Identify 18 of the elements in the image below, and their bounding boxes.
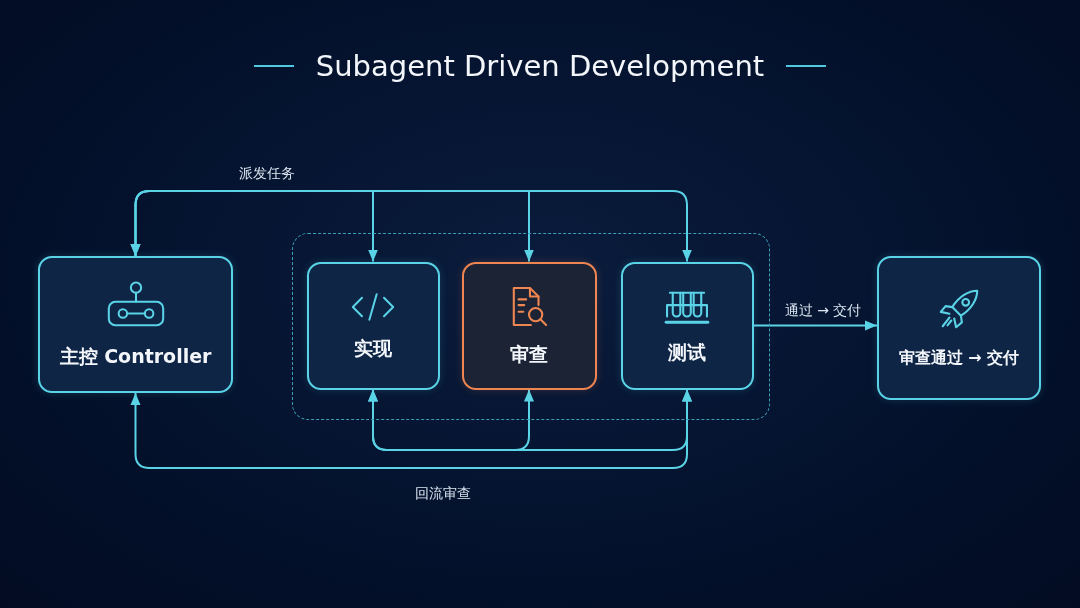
process-box	[620, 261, 754, 390]
edge-label: 派发任务	[238, 164, 296, 182]
process-box	[38, 256, 233, 393]
edge-label: 通过 → 交付	[783, 301, 863, 319]
node-label: 审查	[510, 341, 548, 366]
node-label: 实现	[354, 335, 392, 360]
connector-arrow	[368, 388, 534, 451]
edge-label: 回流审查	[414, 484, 472, 502]
connector-arrow	[130, 190, 692, 263]
process-box	[877, 256, 1041, 400]
node-label: 测试	[668, 339, 706, 364]
process-box	[461, 261, 597, 390]
connector-arrow	[752, 320, 878, 331]
node-label: 主控 Controller	[59, 344, 212, 368]
node-label: 审查通过 → 交付	[898, 347, 1020, 369]
process-box	[306, 261, 440, 390]
dashed-group-frame	[292, 233, 770, 420]
diagram-title: Subagent Driven Development	[315, 48, 765, 85]
